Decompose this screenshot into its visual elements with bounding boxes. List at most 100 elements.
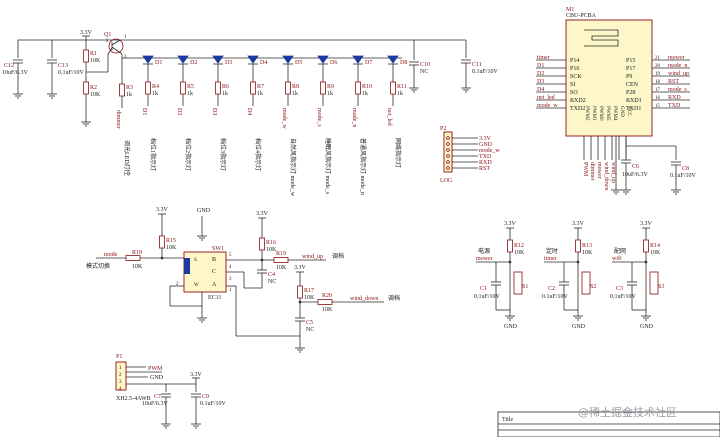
ec11-part: EC11 bbox=[208, 295, 221, 301]
mcu-right-net: RST bbox=[668, 79, 679, 85]
button-res-ref: R12 bbox=[514, 243, 524, 249]
c6-value: 10uF/6.3V bbox=[622, 172, 649, 178]
enc-pin-b: B bbox=[212, 257, 216, 263]
mcu-pin-number: 16 bbox=[655, 96, 661, 101]
r16-value: 10K bbox=[266, 247, 277, 253]
mcu-pin-number: 20 bbox=[655, 64, 661, 69]
button-switch-ref: S3 bbox=[658, 284, 664, 290]
wind-up-label: 调档 bbox=[332, 252, 344, 260]
r1-r2-divider: 3.3V R1 10K R2 10K bbox=[80, 30, 109, 127]
dimmer-net: dimmer bbox=[115, 110, 121, 129]
led-icon bbox=[282, 55, 294, 64]
p1-ref: P1 bbox=[116, 354, 122, 360]
p2-pin-net: RXD bbox=[479, 160, 492, 166]
led-icon bbox=[142, 55, 154, 64]
mcu-right-pin: CEN bbox=[626, 82, 639, 88]
mcu-right-pin: P28 bbox=[626, 90, 635, 96]
button-v33: 3.3V bbox=[504, 221, 517, 227]
button-gnd: GND bbox=[572, 324, 586, 330]
mcu-right-pin: RXD1 bbox=[626, 98, 642, 104]
led-res-ref: R11 bbox=[397, 84, 407, 90]
c7-ref: C7 bbox=[154, 394, 161, 400]
enc-v33-a: 3.3V bbox=[294, 265, 307, 271]
led-net: mode_s bbox=[316, 108, 322, 127]
led-icon bbox=[387, 55, 399, 64]
mcu-left-pin: P16 bbox=[570, 66, 579, 72]
button-net: mower bbox=[476, 256, 493, 262]
led-icon bbox=[212, 55, 224, 64]
r20-value: 10K bbox=[322, 307, 333, 313]
led-ref: D2 bbox=[190, 60, 197, 66]
c5-ref: C5 bbox=[306, 320, 313, 326]
enc-pin-w: W bbox=[194, 283, 199, 288]
mcu-right-net: mode_n bbox=[668, 63, 687, 69]
led-label: 档位4指示灯 bbox=[254, 138, 262, 171]
c13-capacitor: C13 0.1uF/10V bbox=[46, 40, 85, 99]
c8-value: 0.1uF/10V bbox=[670, 173, 697, 179]
r1-ref: R1 bbox=[90, 51, 97, 57]
r19-value: 10K bbox=[276, 265, 287, 271]
mcu-right-pin: P17 bbox=[626, 66, 635, 72]
p1-part: XH2.5-4AWB bbox=[116, 396, 151, 402]
led-res-value: 1k bbox=[292, 91, 298, 97]
led-res-ref: R9 bbox=[327, 84, 334, 90]
button-gnd: GND bbox=[640, 324, 654, 330]
led-label: 睡眠风指示灯 mode_s bbox=[324, 138, 332, 195]
mcu-left-pin: SCK bbox=[570, 74, 582, 80]
led-ref: D3 bbox=[225, 60, 232, 66]
led-icon bbox=[247, 55, 259, 64]
button-v33: 3.3V bbox=[640, 221, 653, 227]
led-net: D4 bbox=[246, 108, 252, 115]
title-block: Title bbox=[497, 411, 720, 437]
mcu-name: CBU-PCBA bbox=[566, 13, 597, 19]
watermark: @稀土掘金技术社区 bbox=[578, 405, 677, 419]
c10-ref: C10 bbox=[420, 62, 430, 68]
enc-pin-c: C bbox=[212, 269, 216, 275]
c4-ref: C4 bbox=[268, 272, 275, 278]
r18-ref: R18 bbox=[132, 250, 142, 256]
p1-pwm: PWM bbox=[148, 366, 163, 372]
p2-ref: P2 bbox=[440, 126, 446, 132]
mode-label: 模式切换 bbox=[86, 262, 110, 270]
button-cap-value: 0.1uF/10V bbox=[610, 294, 637, 300]
led-label: 档位1指示灯 bbox=[149, 138, 157, 171]
p1-gnd: GND bbox=[150, 375, 164, 381]
mcu-bottom-net: dimmer bbox=[589, 162, 595, 181]
p2-name: LOG bbox=[440, 178, 453, 184]
p2-pin-net: TXD bbox=[479, 154, 492, 160]
led-res-value: 1k bbox=[397, 91, 403, 97]
led-label: 档位3指示灯 bbox=[219, 138, 227, 171]
enc-num-4: 4 bbox=[229, 265, 232, 270]
enc-gnd: GND bbox=[197, 208, 211, 214]
r20-ref: R20 bbox=[322, 293, 332, 299]
button-res-ref: R13 bbox=[582, 243, 592, 249]
led-chain: D1R41kD1档位1指示灯D2R51kD2档位2指示灯D3R61kD3档位3指… bbox=[122, 55, 407, 197]
led-icon bbox=[352, 55, 364, 64]
r3-value: 1k bbox=[126, 92, 132, 98]
led-res-value: 1k bbox=[187, 91, 193, 97]
button-res-value: 10K bbox=[650, 250, 661, 256]
r3-dimmer: R3 1k dimmer 调光LED灯控 bbox=[115, 83, 133, 176]
led-ref: D5 bbox=[295, 60, 302, 66]
q1-pin1: 1 bbox=[124, 35, 127, 40]
p2-pin-net: 3.3V bbox=[479, 136, 492, 142]
mcu-bottom-pin: PWM0 bbox=[598, 106, 603, 121]
mcu-bottom-pin: PWM1 bbox=[591, 106, 596, 121]
r15-value: 10K bbox=[166, 245, 177, 251]
button-cap-value: 0.1uF/10V bbox=[542, 294, 569, 300]
dimmer-label: 调光LED灯控 bbox=[123, 140, 131, 176]
antenna-icon bbox=[584, 29, 619, 47]
enc-num-2: 2 bbox=[176, 282, 179, 287]
q1-pin2: 2 bbox=[106, 39, 109, 44]
c13-value: 0.1uF/10V bbox=[58, 70, 85, 76]
mcu-pin-number: 19 bbox=[655, 72, 661, 77]
q1-ref: Q1 bbox=[104, 32, 111, 38]
c10-value: NC bbox=[420, 69, 428, 75]
c13-ref: C13 bbox=[58, 63, 68, 69]
